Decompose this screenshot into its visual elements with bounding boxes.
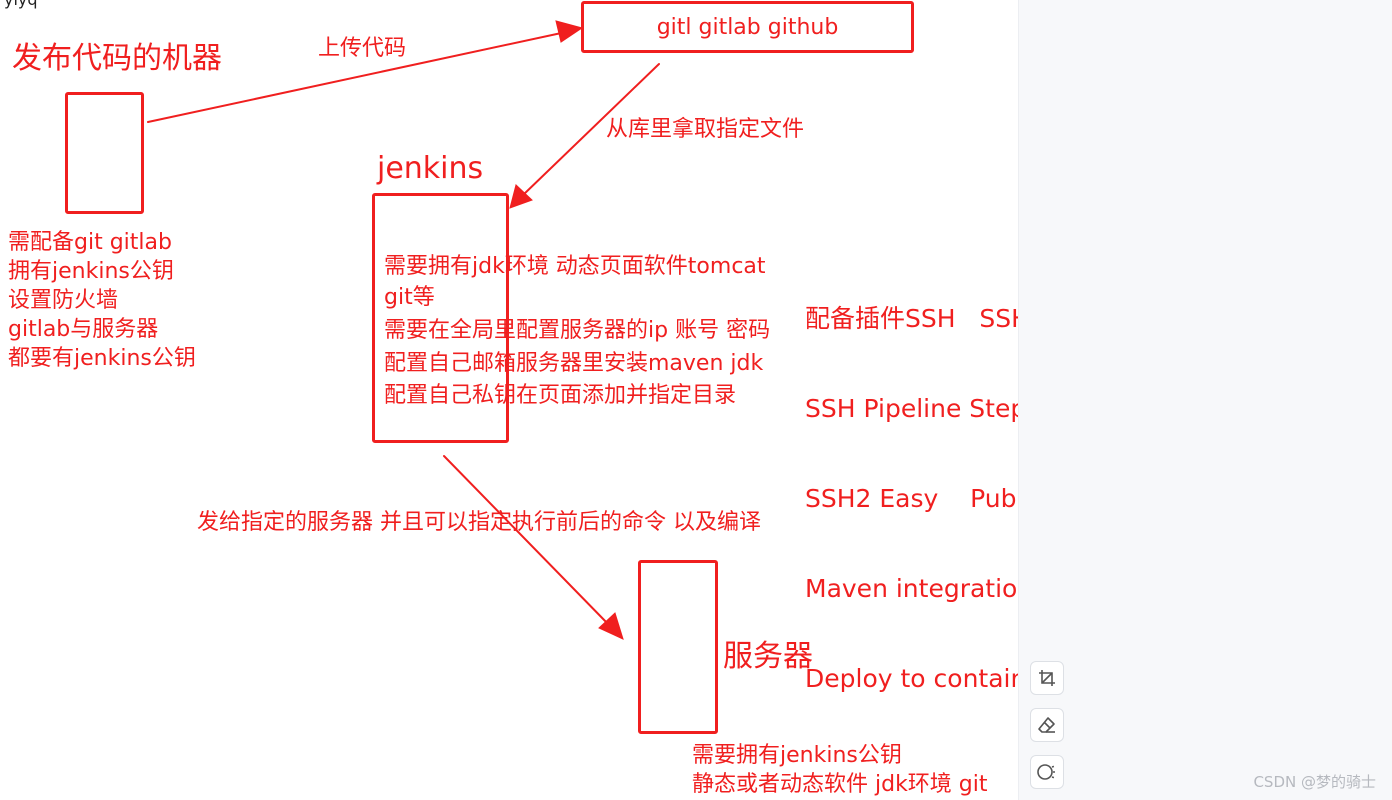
upload-arrowhead: [555, 20, 584, 43]
machine-notes: 需配备git gitlab 拥有jenkins公钥 设置防火墙 gitlab与服…: [8, 228, 196, 373]
lasso-button[interactable]: [1030, 755, 1064, 789]
machine-note: 需配备git gitlab: [8, 230, 172, 255]
jenkins-note: git等: [384, 285, 435, 310]
diagram-canvas: yiyq 发布代码的机器 需配备git gitlab 拥有jenkins公钥 设…: [4, 0, 1384, 799]
repo-title: gitl gitlab github: [656, 14, 839, 40]
crop-icon: [1039, 670, 1055, 686]
watermark: CSDN @梦的骑士: [1253, 773, 1376, 791]
jenkins-note: 需要在全局里配置服务器的ip 账号 密码: [384, 318, 771, 343]
jenkins-box: [372, 193, 509, 443]
deploy-arrowhead: [598, 612, 624, 640]
side-panel: [1018, 0, 1392, 800]
eraser-button[interactable]: [1030, 708, 1064, 742]
repo-box: gitl gitlab github: [581, 1, 914, 53]
jenkins-note: 配置自己邮箱服务器里安装maven jdk: [384, 351, 764, 376]
machine-note: 拥有jenkins公钥: [8, 259, 174, 284]
machine-note: 都要有jenkins公钥: [8, 346, 196, 371]
edge-label-deploy: 发给指定的服务器 并且可以指定执行前后的命令 以及编译: [197, 510, 761, 535]
jenkins-note: 需要拥有jdk环境 动态页面软件tomcat: [384, 254, 766, 279]
server-title: 服务器: [723, 639, 813, 674]
lasso-icon: [1037, 764, 1056, 780]
server-notes: 需要拥有jenkins公钥 静态或者动态软件 jdk环境 git: [692, 741, 988, 799]
edge-label-upload: 上传代码: [318, 36, 407, 61]
eraser-icon: [1038, 717, 1055, 733]
machine-note: 设置防火墙: [8, 288, 119, 313]
machine-note: gitlab与服务器: [8, 317, 159, 342]
plugin-line: SSH Pipeline Steps: [805, 394, 1040, 423]
jenkins-title: jenkins: [377, 151, 484, 186]
machine-box: [65, 92, 144, 214]
jenkins-notes: 需要拥有jdk环境 动态页面软件tomcat git等 需要在全局里配置服务器的…: [384, 251, 770, 411]
server-box: [638, 560, 718, 734]
server-note: 静态或者动态软件 jdk环境 git: [692, 772, 988, 797]
top-cut-text: yiyq: [4, 0, 38, 9]
server-note: 需要拥有jenkins公钥: [692, 743, 902, 768]
fetch-arrowhead: [509, 184, 533, 209]
crop-button[interactable]: [1030, 661, 1064, 695]
edge-label-fetch: 从库里拿取指定文件: [606, 117, 805, 142]
machine-title: 发布代码的机器: [12, 41, 222, 76]
deploy-arrow: [443, 455, 611, 627]
jenkins-note: 配置自己私钥在页面添加并指定目录: [384, 383, 737, 408]
